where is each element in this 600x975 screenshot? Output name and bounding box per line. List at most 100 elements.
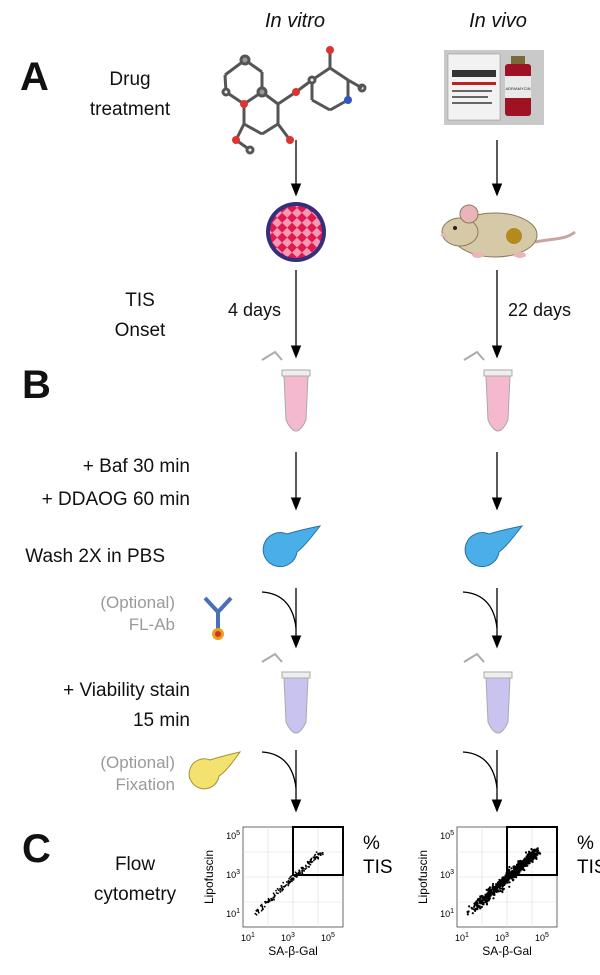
data-point [491,882,495,886]
data-point [301,869,303,872]
data-point [510,867,513,870]
mouse-icon [440,204,576,258]
data-point [502,881,506,884]
data-point [475,903,478,906]
y-tick-exponent: 3 [236,869,240,876]
data-point [299,872,302,874]
data-point [273,898,275,901]
data-point [506,876,509,879]
curve-vivo-2 [462,751,498,789]
curve-vivo-1 [462,591,498,629]
data-point [254,912,257,915]
tube-purple-vitro-icon [261,652,311,734]
data-point [482,896,485,900]
data-point [531,854,535,858]
data-point [319,854,322,857]
y-tick-exponent: 5 [450,830,454,837]
duration-in-vitro: 4 days [228,300,282,320]
data-point [314,858,317,861]
data-point [260,909,263,912]
data-point [528,853,531,857]
data-point [287,881,290,884]
data-point [494,889,497,893]
data-point [309,860,312,863]
data-point [301,866,304,869]
y-tick-label: 101 [440,908,454,919]
data-point [533,848,536,852]
x-tick-exponent: 3 [291,932,295,939]
data-point [275,889,277,892]
data-point [292,877,295,880]
data-point [288,877,290,880]
data-point [530,848,533,851]
data-point [282,881,285,884]
data-point [524,858,527,861]
data-point [525,856,529,860]
data-point [297,871,300,874]
data-point [474,909,477,913]
data-point [519,868,522,871]
x-axis-label: SA-β-Gal [482,944,532,958]
x-tick-exponent: 1 [251,932,255,939]
data-point [261,908,264,911]
data-point [264,902,267,904]
gate-label-tis: TIS [577,857,600,878]
data-point [485,896,488,899]
data-point [488,891,491,895]
data-point [480,894,483,898]
data-point [496,887,499,890]
y-tick-label: 101 [226,908,240,919]
x-axis-label: SA-β-Gal [268,944,318,958]
data-point [499,887,502,890]
data-point [526,853,529,856]
data-point [528,860,531,863]
x-tick-exponent: 5 [545,932,549,939]
step-viability-line1: + Viability stain [63,680,190,701]
data-point [522,868,525,871]
data-point [285,881,288,883]
step-optional-fix-line1: (Optional) [100,753,175,772]
header-in-vitro: In vitro [264,10,326,32]
data-point [514,869,517,872]
step-drug-treatment: Drug treatment [80,65,180,125]
x-tick-label: 101 [455,932,469,943]
step-viability-line2: 15 min [132,710,190,731]
data-point [513,866,516,869]
data-point [281,889,283,892]
data-point [503,878,507,881]
antibody-icon [203,596,233,640]
data-point [304,864,307,867]
data-point [515,870,518,873]
data-point [508,876,512,879]
y-axis-label: Lipofuscin [416,850,430,904]
tube-purple-vivo-icon [463,652,513,734]
data-point [502,887,505,891]
data-point [499,889,502,893]
step-tis-line1: TIS [125,290,155,311]
x-tick-label: 103 [495,932,509,943]
data-point [517,861,520,864]
step-viability: + Viability stain 15 min [0,676,190,736]
panel-label-b: B [22,363,51,407]
data-point [287,884,290,887]
data-point [275,892,278,894]
data-point [264,900,267,903]
data-point [480,905,483,909]
data-point [322,853,324,856]
data-point [501,887,504,890]
data-point [521,860,525,863]
data-point [259,904,262,907]
data-point [501,890,504,894]
data-point [261,907,264,909]
x-tick-label: 105 [321,932,335,943]
data-point [491,888,494,891]
data-point [538,851,541,854]
data-point [476,908,479,911]
data-point [280,885,283,887]
x-tick-label: 103 [281,932,295,943]
step-optional-ab: (Optional) FL-Ab [60,592,175,636]
y-tick-exponent: 1 [450,908,454,915]
data-point [277,889,280,892]
data-point [309,863,312,866]
